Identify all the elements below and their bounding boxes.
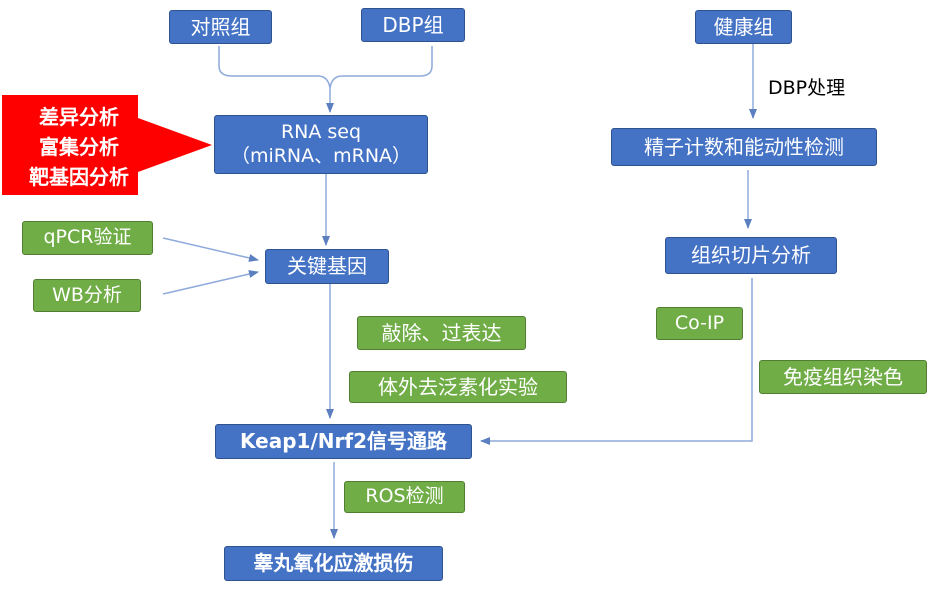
box-coip: Co-IP	[656, 307, 743, 340]
box-invitro-deubiquitination: 体外去泛素化实验	[349, 371, 567, 403]
box-ros-detection: ROS检测	[344, 481, 465, 513]
analysis-diff: 差异分析	[39, 105, 119, 129]
box-control-group: 对照组	[169, 10, 272, 44]
box-knockout: 敲除、过表达	[357, 316, 526, 350]
rna-seq-title: RNA seq	[280, 120, 362, 143]
box-wb: WB分析	[33, 279, 141, 312]
label-dbp-treatment: DBP处理	[768, 77, 846, 99]
arrow-qpcr-keygene	[162, 237, 259, 262]
analysis-enrich: 富集分析	[39, 135, 119, 159]
box-sperm-test: 精子计数和能动性检测	[611, 128, 877, 166]
arrow-wb-keygene	[162, 270, 259, 295]
box-testis-oxidative-damage: 睾丸氧化应激损伤	[224, 546, 443, 581]
box-tissue-slice: 组织切片分析	[665, 237, 837, 274]
box-key-gene: 关键基因	[265, 249, 389, 284]
rna-seq-subtitle: （miRNA、mRNA）	[230, 144, 412, 167]
red-arrow-labels: 差异分析 富集分析 靶基因分析	[4, 102, 154, 192]
box-ihc: 免疫组织染色	[759, 360, 927, 394]
group-brace	[218, 46, 433, 89]
red-arrow-shape	[2, 95, 212, 195]
analysis-target: 靶基因分析	[29, 165, 129, 189]
box-dbp-group: DBP组	[361, 8, 465, 42]
box-rna-seq: RNA seq （miRNA、mRNA）	[214, 115, 428, 174]
box-healthy-group: 健康组	[695, 10, 792, 44]
box-keap1-nrf2-pathway: Keap1/Nrf2信号通路	[215, 424, 472, 459]
arrow-tissue-keap	[480, 278, 753, 445]
box-qpcr: qPCR验证	[22, 221, 153, 255]
